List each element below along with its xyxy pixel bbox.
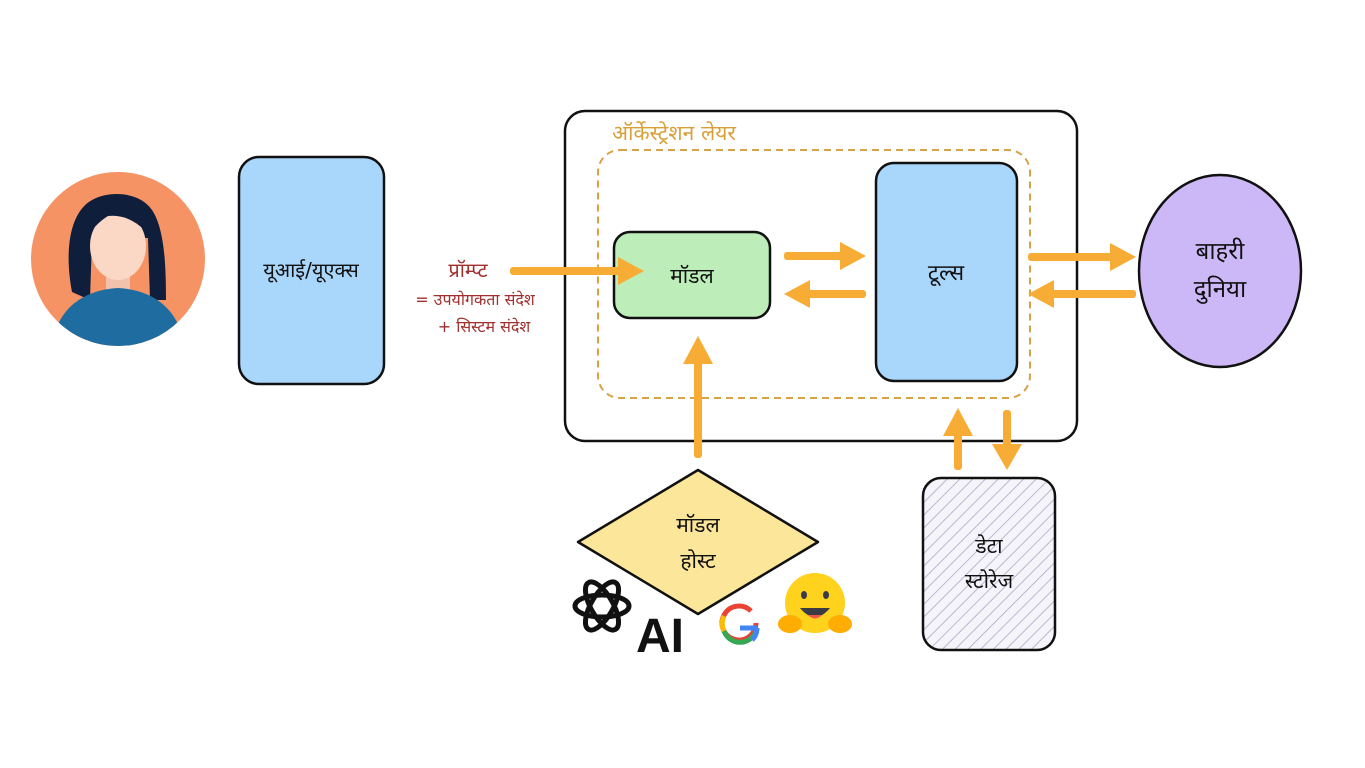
arrow-prompt-to-model (510, 257, 644, 285)
model-host-line-1: मॉडल (676, 513, 720, 537)
data-storage-box: डेटा स्टोरेज (921, 476, 1057, 652)
arrow-tools-to-world (1028, 243, 1136, 271)
data-storage-line-2: स्टोरेज (965, 569, 1014, 593)
model-label: मॉडल (670, 264, 714, 288)
arrow-storage-to-tools (943, 408, 973, 470)
orchestration-title: ऑर्केस्ट्रेशन लेयर (612, 121, 736, 145)
anthropic-logo: AI (636, 610, 684, 663)
prompt-line-2: + सिस्टम संदेश (438, 317, 532, 336)
provider-logos: AI (572, 573, 852, 663)
arrow-host-to-model (683, 336, 713, 458)
tools-box: टूल्स (874, 161, 1019, 383)
avatar-face (90, 212, 146, 280)
external-world-line-1: बाहरी (1196, 237, 1245, 265)
avatar-shirt (52, 288, 184, 346)
model-box: मॉडल (612, 230, 772, 320)
arrow-tools-to-storage (992, 410, 1022, 470)
arrow-model-to-tools (784, 242, 866, 270)
external-world-circle: बाहरी दुनिया (1137, 173, 1303, 369)
model-host-line-2: होस्ट (680, 549, 716, 573)
openai-logo (572, 579, 632, 633)
arrows (510, 242, 1136, 470)
ui-ux-box: यूआई/यूएक्स (237, 155, 386, 386)
user-avatar (31, 172, 205, 346)
external-world-line-2: दुनिया (1194, 275, 1247, 304)
orchestration-outer-box (563, 109, 1079, 443)
arrow-world-to-tools (1028, 280, 1136, 308)
prompt-annotation: प्रॉम्प्ट = उपयोगकता संदेश + सिस्टम संदे… (415, 258, 536, 336)
avatar-fringe (88, 199, 152, 236)
tools-label: टूल्स (928, 261, 965, 287)
model-host-diamond: मॉडल होस्ट (576, 468, 820, 616)
prompt-title: प्रॉम्प्ट (448, 258, 488, 282)
prompt-line-1: = उपयोगकता संदेश (415, 290, 536, 309)
arrow-tools-to-model (784, 280, 866, 308)
huggingface-logo (778, 573, 852, 633)
data-storage-line-1: डेटा (974, 534, 1003, 558)
orchestration-dashed-box (597, 149, 1031, 399)
google-logo (719, 603, 760, 645)
ui-ux-label: यूआई/यूएक्स (263, 258, 359, 283)
